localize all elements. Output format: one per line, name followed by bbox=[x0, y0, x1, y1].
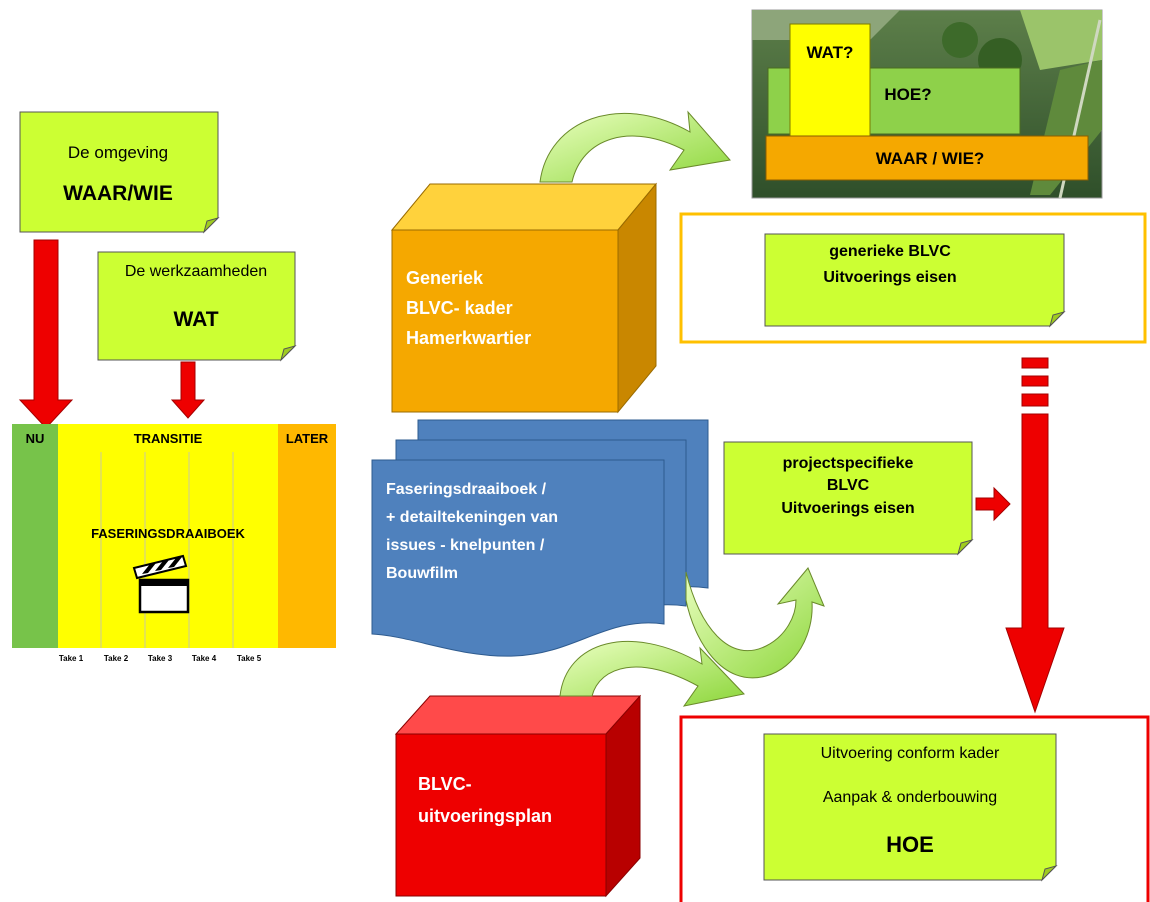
documents-line3: issues - knelpunten / bbox=[386, 537, 545, 554]
note-uitvoering-line1: Uitvoering conform kader bbox=[821, 745, 1000, 762]
note-werkzaamheden: De werkzaamheden WAT bbox=[97, 251, 297, 362]
curved-arrow-cube-to-photo bbox=[539, 110, 731, 183]
take-3-label: Take 3 bbox=[148, 654, 173, 663]
cube-generic-line3: Hamerkwartier bbox=[406, 328, 531, 348]
hoe-frame bbox=[679, 715, 1150, 902]
note-werkzaamheden-line1: De werkzaamheden bbox=[125, 263, 267, 280]
documents-line1: Faseringsdraaiboek / bbox=[386, 481, 547, 498]
note-projectspecifieke-line1: projectspecifieke bbox=[783, 455, 914, 472]
photo-wat-block bbox=[789, 23, 871, 137]
note-uitvoering-line2: Aanpak & onderbouwing bbox=[823, 789, 997, 806]
note-werkzaamheden-line2: WAT bbox=[173, 308, 218, 331]
note-uitvoering: Uitvoering conform kader Aanpak & onderb… bbox=[763, 733, 1058, 882]
document-stack: Faseringsdraaiboek / + detailtekeningen … bbox=[371, 419, 709, 657]
timeline-center-label: FASERINGSDRAAIBOEK bbox=[91, 526, 245, 541]
take-5-label: Take 5 bbox=[237, 654, 262, 663]
curved-arrow-plan-to-hoe bbox=[559, 641, 745, 707]
aerial-photo: WAT? HOE? WAAR / WIE? bbox=[751, 9, 1103, 199]
cube-plan-line1: BLVC- bbox=[418, 774, 472, 794]
note-generieke-eisen-line1: generieke BLVC bbox=[829, 243, 951, 260]
timeline-now-label: NU bbox=[26, 431, 45, 446]
take-4-label: Take 4 bbox=[192, 654, 217, 663]
cube-plan-line2: uitvoeringsplan bbox=[418, 806, 552, 826]
note-omgeving-line2: WAAR/WIE bbox=[63, 182, 173, 205]
note-omgeving-line1: De omgeving bbox=[68, 143, 168, 162]
phase-timeline: NU TRANSITIE LATER FASERINGSDRAAIBOEK Ta… bbox=[12, 424, 336, 663]
documents-line2: + detailtekeningen van bbox=[386, 509, 558, 526]
timeline-now-column bbox=[12, 424, 58, 648]
note-generieke-eisen: generieke BLVC Uitvoerings eisen bbox=[764, 233, 1066, 328]
note-projectspecifieke-eisen: projectspecifieke BLVC Uitvoerings eisen bbox=[723, 441, 974, 556]
photo-waar-block bbox=[765, 135, 1089, 181]
photo-hoe-label: HOE? bbox=[884, 85, 931, 104]
take-1-label: Take 1 bbox=[59, 654, 84, 663]
documents-line4: Bouwfilm bbox=[386, 565, 458, 582]
take-2-label: Take 2 bbox=[104, 654, 129, 663]
cube-plan: BLVC- uitvoeringsplan bbox=[394, 694, 642, 898]
arrow-down-left bbox=[18, 239, 74, 429]
note-omgeving: De omgeving WAAR/WIE bbox=[19, 111, 220, 234]
arrow-right-small bbox=[975, 486, 1011, 522]
note-uitvoering-line3: HOE bbox=[886, 832, 934, 857]
timeline-later-column bbox=[278, 424, 336, 648]
timeline-later-label: LATER bbox=[286, 431, 329, 446]
note-generieke-eisen-line2: Uitvoerings eisen bbox=[823, 269, 956, 286]
arrow-down-mid bbox=[170, 361, 206, 419]
clapperboard-icon bbox=[132, 554, 190, 614]
timeline-transition-label: TRANSITIE bbox=[134, 431, 203, 446]
curved-arrow-docs-to-note bbox=[685, 567, 825, 679]
photo-wat-label: WAT? bbox=[807, 43, 854, 62]
photo-waar-label: WAAR / WIE? bbox=[876, 149, 985, 168]
cube-generic-line2: BLVC- kader bbox=[406, 298, 513, 318]
cube-generic-line1: Generiek bbox=[406, 268, 484, 288]
generic-eisen-frame bbox=[679, 212, 1147, 344]
note-projectspecifieke-line2: BLVC bbox=[827, 477, 870, 494]
arrow-down-right bbox=[1005, 357, 1065, 714]
note-projectspecifieke-line3: Uitvoerings eisen bbox=[781, 500, 914, 517]
cube-generic: Generiek BLVC- kader Hamerkwartier bbox=[390, 182, 658, 414]
